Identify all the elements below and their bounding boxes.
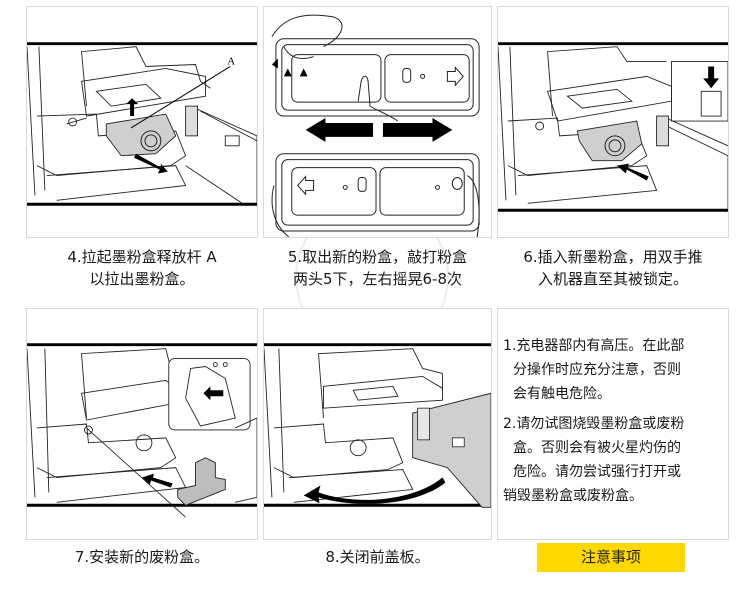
step-5-caption-line2: 两头5下，左右摇晃6-8次 <box>292 270 463 288</box>
step-4-illustration: A <box>26 6 258 238</box>
note-1-line-3: 会有触电危险。 <box>513 386 611 402</box>
step-5-caption: 5.取出新的粉盒，敲打粉盒 两头5下，左右摇晃6-8次 <box>263 246 492 290</box>
note-item-2: 2.请勿试图烧毁墨粉盒或废粉 盒。否则会有被火星灼伤的 危险。请勿尝试强行打开或… <box>503 412 725 508</box>
note-2-line-4: 销毁墨粉盒或废粉盒。 <box>503 488 643 504</box>
notes-title-label: 注意事项 <box>537 543 685 572</box>
note-1-line-2: 分操作时应充分注意，否则 <box>513 362 681 378</box>
note-2-line-2: 盒。否则会有被火星灼伤的 <box>513 440 681 456</box>
notes-text: 1.充电器部内有高压。在此部 分操作时应充分注意，否则 会有触电危险。 2.请勿… <box>503 334 725 514</box>
step-4-caption-line1: 4.拉起墨粉盒释放杆 A <box>67 248 217 266</box>
toner-box-shake-drawing <box>271 14 480 237</box>
step-7-illustration <box>26 308 258 540</box>
step-6-caption-line1: 6.插入新墨粉盒，用双手推 <box>523 248 703 266</box>
note-1-line-1: 1.充电器部内有高压。在此部 <box>503 338 685 354</box>
step-8-caption-line1: 8.关闭前盖板。 <box>325 548 430 566</box>
step-5-illustration <box>263 6 492 238</box>
step-7-caption-line1: 7.安装新的废粉盒。 <box>74 548 210 566</box>
step-7-caption: 7.安装新的废粉盒。 <box>26 546 258 568</box>
note-2-line-1: 2.请勿试图烧毁墨粉盒或废粉 <box>503 416 685 432</box>
step-6-caption-line2: 入机器直至其被锁定。 <box>537 270 688 288</box>
note-item-1: 1.充电器部内有高压。在此部 分操作时应充分注意，否则 会有触电危险。 <box>503 334 725 406</box>
step-6-caption: 6.插入新墨粉盒，用双手推 入机器直至其被锁定。 <box>497 246 729 290</box>
step-8-illustration <box>263 308 492 540</box>
copier-install-waste-box-drawing <box>27 343 257 518</box>
callout-a: A <box>227 56 235 68</box>
step-6-illustration <box>497 6 729 238</box>
note-2-line-3: 危险。请勿尝试强行打开或 <box>513 464 681 480</box>
copier-pull-toner-drawing: A <box>27 42 257 206</box>
step-8-caption: 8.关闭前盖板。 <box>263 546 492 568</box>
step-4-caption: 4.拉起墨粉盒释放杆 A 以拉出墨粉盒。 <box>26 246 258 290</box>
copier-close-cover-drawing <box>264 343 491 508</box>
step-5-caption-line1: 5.取出新的粉盒，敲打粉盒 <box>287 248 468 266</box>
notes-panel <box>497 308 729 540</box>
copier-insert-toner-drawing <box>498 42 728 212</box>
step-4-caption-line2: 以拉出墨粉盒。 <box>89 270 195 288</box>
